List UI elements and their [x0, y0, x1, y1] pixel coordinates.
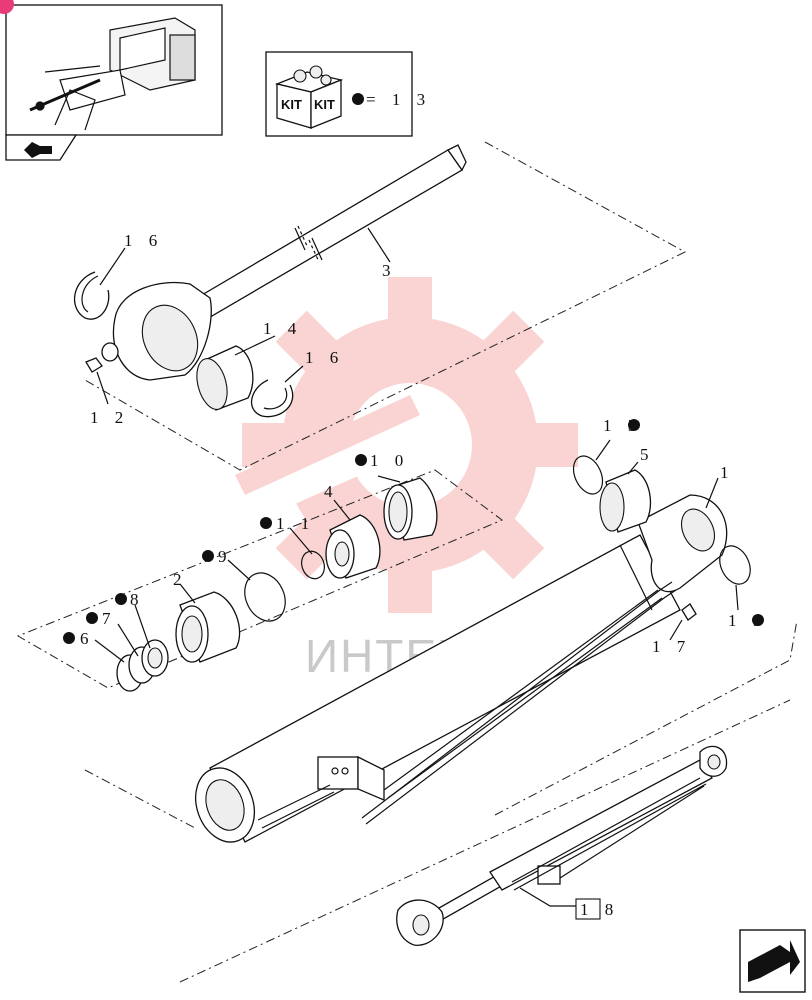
back-arrow-icon[interactable]: [5, 134, 78, 161]
piston: [325, 514, 381, 579]
kit-marker-6-icon: [63, 632, 75, 644]
kit-marker-7-icon: [86, 612, 98, 624]
grease-fitting-rod: [85, 357, 103, 373]
corner-marker-icon: [0, 0, 14, 14]
kit-marker-15-top-icon: [628, 419, 640, 431]
label-part-18: 1 8: [580, 900, 619, 919]
o-ring-small: [301, 550, 325, 580]
barrel-group-outline: [84, 619, 798, 829]
label-part-10: 1 0: [370, 451, 409, 470]
label-part-15-top: 1 5: [603, 416, 642, 435]
kit-marker-9-icon: [202, 550, 214, 562]
piston-seal-ring: [383, 477, 438, 541]
rod-eye-bushing: [196, 345, 254, 411]
label-part-9: 9: [218, 547, 233, 566]
assembled-cylinder: [396, 745, 728, 946]
grease-fitting-barrel: [681, 603, 697, 621]
tractor-overview-icon: [29, 17, 196, 131]
label-part-1: 1: [720, 463, 735, 482]
label-part-12: 1 2: [90, 408, 129, 427]
rod-seal-stack: [116, 639, 169, 692]
kit-marker-11-icon: [260, 517, 272, 529]
watermark-gear-logo: [235, 277, 578, 613]
next-page-arrow-icon[interactable]: [739, 929, 806, 993]
part-labels: 3 1 6 1 4 1 6 1 2 1 0 4 1 1 9 2 8 7 6 1 …: [63, 231, 767, 920]
label-part-3: 3: [382, 261, 397, 280]
label-part-2: 2: [173, 570, 188, 589]
label-part-16-top: 1 6: [124, 231, 163, 250]
kit-bullet-icon: [352, 93, 364, 105]
label-part-16-right: 1 6: [305, 348, 344, 367]
label-part-17: 1 7: [652, 637, 691, 656]
leader-lines: [94, 227, 739, 907]
label-part-8: 8: [130, 590, 145, 609]
piston-rod: [101, 144, 467, 381]
kit-box-icon: [274, 65, 344, 129]
assembly-outline: [179, 699, 791, 983]
barrel-eye-bushing: [599, 469, 652, 533]
seal-kit-outline: [16, 469, 503, 689]
label-part-14: 1 4: [263, 319, 302, 338]
o-ring-large: [244, 572, 286, 622]
label-part-11: 1 1: [276, 514, 315, 533]
rod-group-outline: [84, 141, 687, 471]
kit-marker-10-icon: [355, 454, 367, 466]
snap-ring-barrel-bottom: [719, 545, 751, 585]
kit-label-right: KIT: [314, 97, 335, 112]
overview-thumbnail[interactable]: [0, 0, 223, 136]
label-part-4: 4: [324, 482, 339, 501]
label-part-5: 5: [640, 445, 655, 464]
kit-legend-box: KIT KIT = 1 3: [265, 51, 431, 137]
label-part-7: 7: [102, 609, 117, 628]
kit-equals-text: = 1 3: [366, 90, 431, 109]
label-part-6: 6: [80, 629, 95, 648]
label-part-15-bottom: 1 5: [728, 611, 767, 630]
kit-marker-8-icon: [115, 593, 127, 605]
kit-marker-15-bottom-icon: [752, 614, 764, 626]
cylinder-gland: [175, 591, 241, 663]
snap-ring-barrel-top: [572, 455, 604, 495]
snap-ring-right: [251, 379, 294, 418]
label-part-18-box: [575, 898, 601, 920]
cylinder-barrel: [195, 494, 728, 843]
kit-label-left: KIT: [281, 97, 302, 112]
